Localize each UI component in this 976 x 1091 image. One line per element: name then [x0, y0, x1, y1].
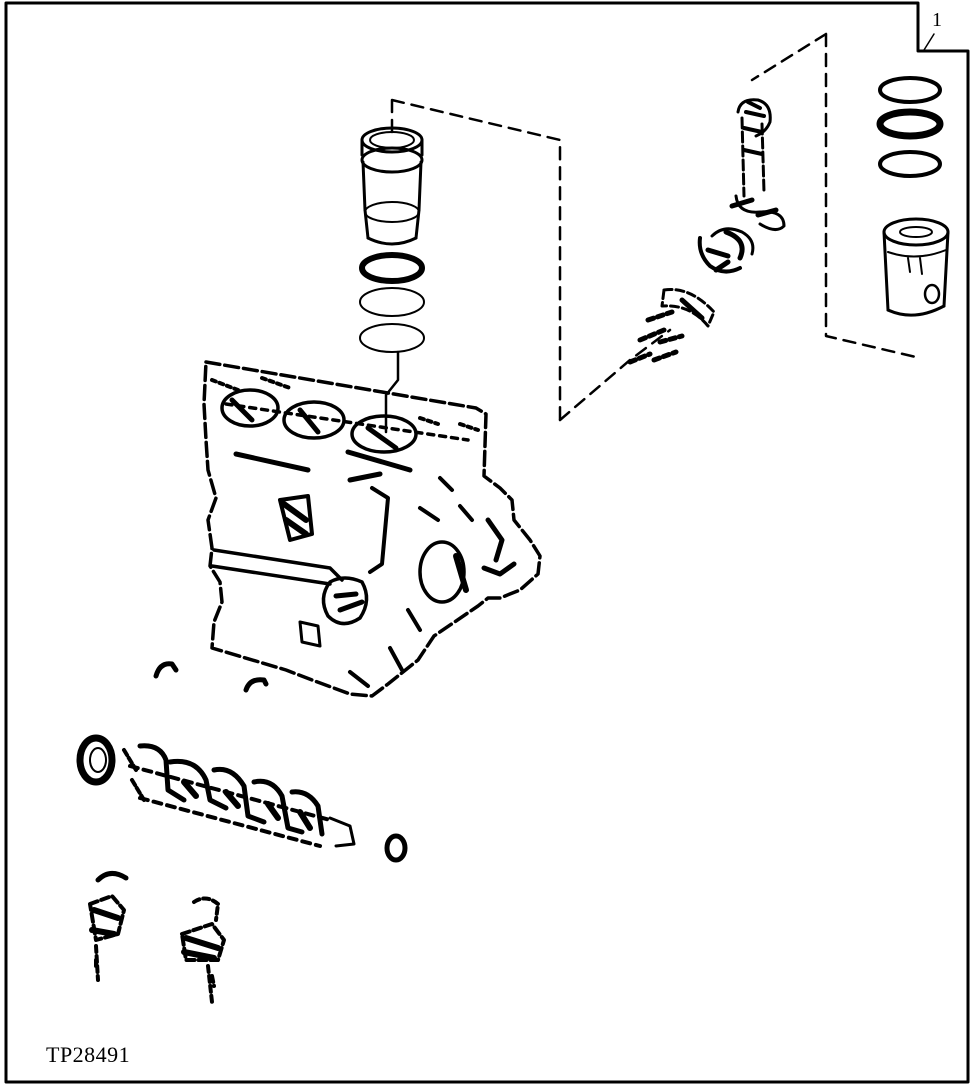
guide-line-piston [750, 32, 922, 360]
cylinder-block [202, 360, 542, 698]
callout-number: 1 [932, 9, 942, 31]
piston-rings [876, 76, 944, 178]
crankshaft-front-seal [384, 833, 408, 863]
rod-cap-and-bolts [627, 287, 716, 365]
figure-id-label: TP28491 [46, 1042, 131, 1067]
connecting-rod [729, 98, 786, 231]
main-bearing-halves [153, 661, 269, 693]
cylinder-liner [360, 126, 424, 246]
crankshaft-rear-seal [76, 734, 116, 786]
callout-leader [923, 33, 935, 51]
callout-box [917, 2, 969, 52]
crankshaft [122, 743, 356, 848]
rod-bearing-halves [697, 227, 755, 274]
guide-line-rod [558, 328, 672, 422]
liner-packing-rings [359, 252, 425, 353]
page-border [4, 1, 970, 1084]
piston [882, 217, 950, 317]
guide-line-liner [390, 98, 562, 422]
guide-line-block [384, 350, 400, 434]
camshaft-followers [88, 871, 226, 1004]
